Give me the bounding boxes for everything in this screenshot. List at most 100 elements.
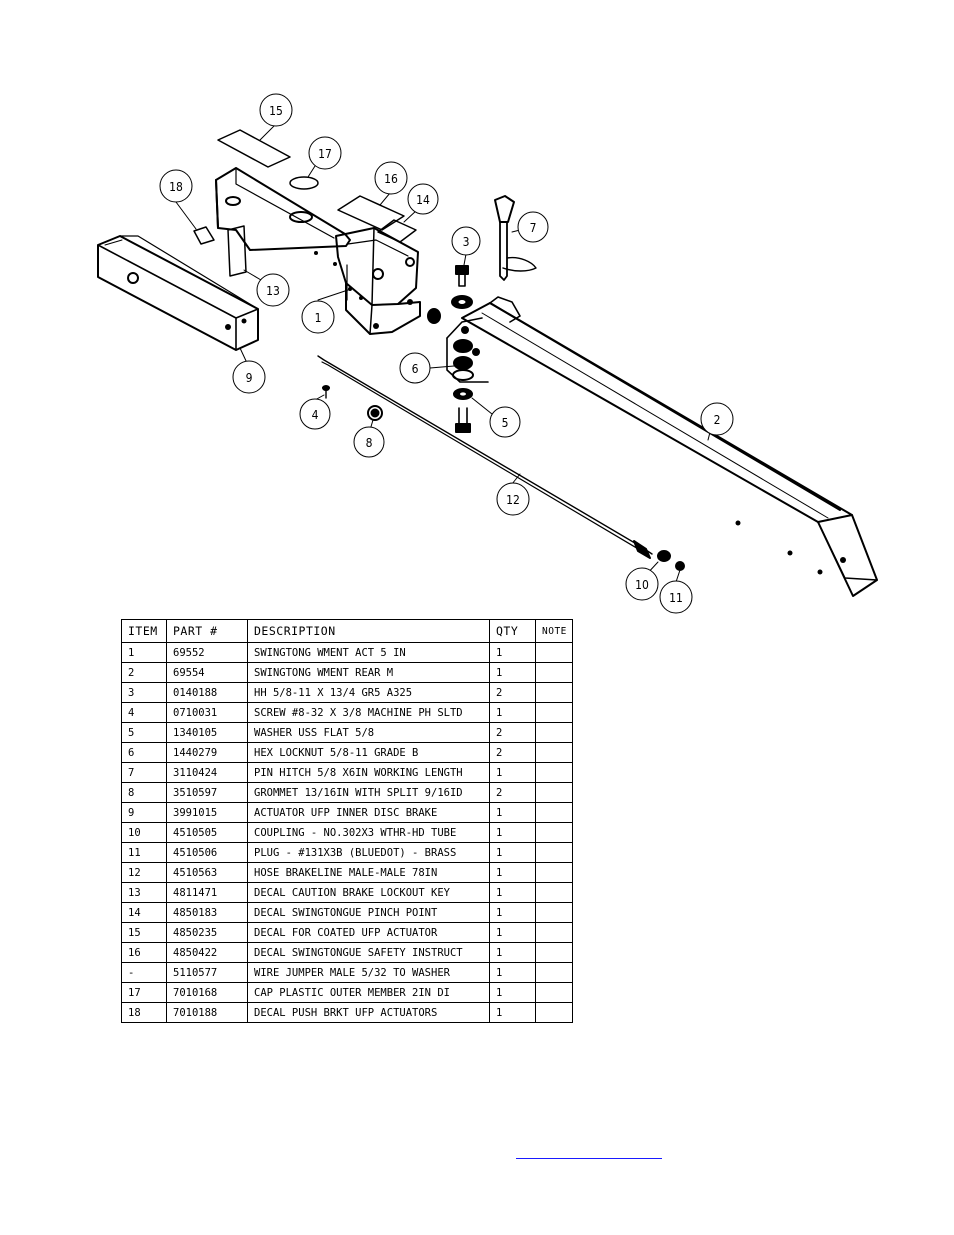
exploded-parts-diagram: 1 2 3 4 5 6 7 8 9 10 11 12 13 14 15 16 1… — [97, 93, 878, 614]
cell-note — [535, 762, 573, 783]
cell-description: PIN HITCH 5/8 X6IN WORKING LENGTH — [247, 762, 490, 783]
cell-description: WASHER USS FLAT 5/8 — [247, 722, 490, 743]
callout-label-15: 15 — [269, 104, 283, 118]
hex-locknut-stack — [452, 339, 474, 400]
cell-note — [535, 822, 573, 843]
cell-item: 1 — [121, 642, 167, 663]
cell-qty: 1 — [489, 762, 536, 783]
machine-screw — [322, 385, 330, 399]
header-item: ITEM — [121, 619, 167, 643]
cell-note — [535, 982, 573, 1003]
header-description: DESCRIPTION — [247, 619, 490, 643]
cell-part-number: 0710031 — [166, 702, 248, 723]
cell-part-number: 4510506 — [166, 842, 248, 863]
cell-qty: 1 — [489, 662, 536, 683]
cell-part-number: 3110424 — [166, 762, 248, 783]
callout-circle-17 — [308, 136, 342, 170]
callout-circle-9 — [232, 360, 266, 394]
grommet-lower — [367, 405, 383, 421]
callout-circle-5 — [489, 406, 521, 438]
callout-label-9: 9 — [246, 371, 253, 385]
decal-15 — [217, 129, 291, 168]
callout-label-10: 10 — [635, 578, 649, 592]
callout-label-14: 14 — [416, 193, 430, 207]
callout-circle-6 — [399, 352, 431, 384]
cell-qty: 1 — [489, 842, 536, 863]
brass-plug — [675, 561, 685, 571]
cell-description: DECAL PUSH BRKT UFP ACTUATORS — [247, 1002, 490, 1023]
cell-item: 11 — [121, 842, 167, 863]
cell-description: SWINGTONG WMENT REAR M — [247, 662, 490, 683]
callout-label-16: 16 — [384, 172, 398, 186]
cell-part-number: 4510505 — [166, 822, 248, 843]
cell-note — [535, 802, 573, 823]
footer-link-underline[interactable] — [516, 1158, 662, 1159]
rear-tongue-tube — [446, 296, 878, 597]
cell-item: 13 — [121, 882, 167, 903]
callout-circle-4 — [299, 398, 331, 430]
cell-part-number: 3991015 — [166, 802, 248, 823]
cell-item: 15 — [121, 922, 167, 943]
cell-item: - — [121, 962, 167, 983]
callout-circle-7 — [517, 211, 549, 243]
cell-item: 10 — [121, 822, 167, 843]
callout-circle-15 — [259, 93, 293, 127]
callout-label-4: 4 — [312, 408, 319, 422]
callout-circle-13 — [256, 273, 290, 307]
cell-part-number: 4850422 — [166, 942, 248, 963]
callout-circle-11 — [659, 580, 693, 614]
cell-description: HEX LOCKNUT 5/8-11 GRADE B — [247, 742, 490, 763]
cell-part-number: 5110577 — [166, 962, 248, 983]
cell-description: HH 5/8-11 X 13/4 GR5 A325 — [247, 682, 490, 703]
decal-18 — [193, 226, 215, 245]
cell-note — [535, 862, 573, 883]
cell-part-number: 4850235 — [166, 922, 248, 943]
header-qty: QTY — [489, 619, 536, 643]
callout-label-6: 6 — [412, 362, 419, 376]
header-part-number: PART # — [166, 619, 248, 643]
cell-item: 17 — [121, 982, 167, 1003]
cell-note — [535, 742, 573, 763]
callout-label-13: 13 — [266, 284, 280, 298]
table-header-row: ITEM PART # DESCRIPTION QTY NOTE — [121, 619, 573, 643]
tube-coupling — [657, 550, 671, 562]
cell-item: 9 — [121, 802, 167, 823]
cell-description: DECAL CAUTION BRAKE LOCKOUT KEY — [247, 882, 490, 903]
callout-circle-12 — [496, 482, 530, 516]
cell-note — [535, 1002, 573, 1023]
cell-part-number: 3510597 — [166, 782, 248, 803]
cell-part-number: 7010168 — [166, 982, 248, 1003]
callout-circle-14 — [407, 183, 439, 215]
washer-upper — [451, 295, 473, 309]
cell-note — [535, 702, 573, 723]
cell-part-number: 4811471 — [166, 882, 248, 903]
cell-part-number: 69552 — [166, 642, 248, 663]
cell-part-number: 7010188 — [166, 1002, 248, 1023]
cell-item: 5 — [121, 722, 167, 743]
cell-description: GROMMET 13/16IN WITH SPLIT 9/16ID — [247, 782, 490, 803]
callout-circle-3 — [451, 226, 481, 256]
cell-qty: 1 — [489, 942, 536, 963]
cell-qty: 2 — [489, 782, 536, 803]
callout-circle-18 — [159, 169, 193, 203]
cell-item: 6 — [121, 742, 167, 763]
cell-note — [535, 962, 573, 983]
cell-qty: 2 — [489, 682, 536, 703]
cell-qty: 2 — [489, 742, 536, 763]
cell-description: DECAL FOR COATED UFP ACTUATOR — [247, 922, 490, 943]
cell-description: WIRE JUMPER MALE 5/32 TO WASHER — [247, 962, 490, 983]
